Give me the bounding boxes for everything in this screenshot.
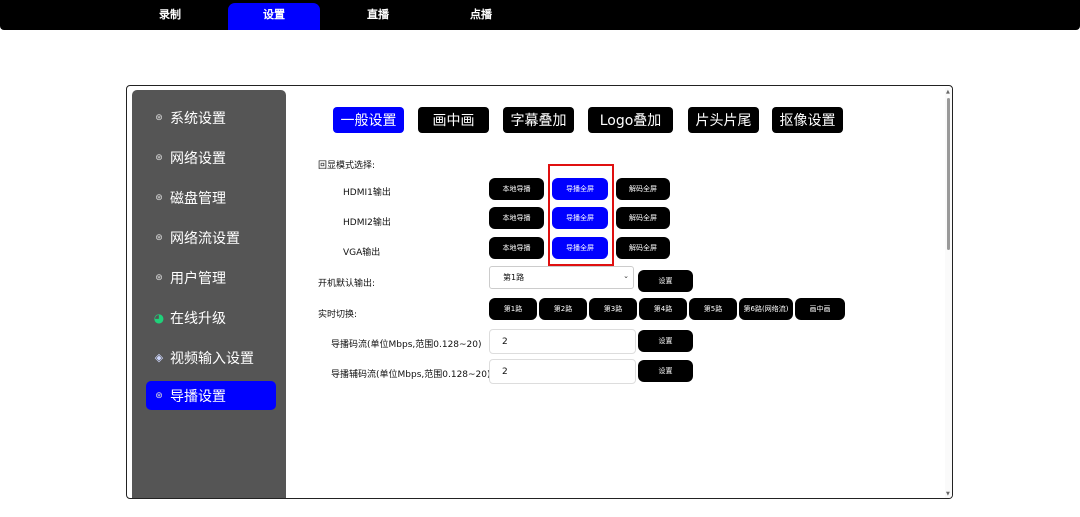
gear-icon: ⊛ (155, 152, 163, 163)
hdmi1-label: HDMI1输出 (343, 188, 391, 198)
sidebar-item-label: 导播设置 (170, 388, 226, 405)
hdmi1-local-director-button[interactable]: 本地导播 (489, 178, 544, 200)
tab-intro-outro[interactable]: 片头片尾 (688, 107, 759, 133)
gear-icon: ⊛ (155, 232, 163, 243)
switch-channel-5-button[interactable]: 第5路 (689, 298, 737, 320)
vga-decode-fullscreen-button[interactable]: 解码全屏 (616, 237, 670, 259)
switch-channel-2-button[interactable]: 第2路 (539, 298, 587, 320)
sidebar-item-label: 用户管理 (170, 270, 226, 287)
chevron-down-icon: ⌄ (623, 272, 629, 280)
switch-pip-button[interactable]: 画中画 (795, 298, 845, 320)
default-output-select[interactable]: 第1路 ⌄ (489, 266, 634, 289)
default-output-value: 第1路 (503, 273, 525, 282)
switch-channel-3-button[interactable]: 第3路 (589, 298, 637, 320)
sidebar-item-users[interactable]: ⊛ 用户管理 (146, 263, 276, 292)
scrollbar-thumb[interactable] (947, 98, 950, 250)
sub-bitrate-set-button[interactable]: 设置 (638, 360, 693, 382)
tab-pip[interactable]: 画中画 (418, 107, 489, 133)
sidebar-item-label: 网络设置 (170, 150, 226, 167)
switch-channel-4-button[interactable]: 第4路 (639, 298, 687, 320)
gear-icon: ⊛ (155, 192, 163, 203)
sidebar: ⊛ 系统设置 ⊛ 网络设置 ⊛ 磁盘管理 ⊛ 网络流设置 ⊛ 用户管理 ◕ 在线… (132, 90, 286, 498)
settings-panel: ⊛ 系统设置 ⊛ 网络设置 ⊛ 磁盘管理 ⊛ 网络流设置 ⊛ 用户管理 ◕ 在线… (126, 85, 953, 499)
vga-label: VGA输出 (343, 248, 381, 258)
sidebar-item-label: 视频输入设置 (170, 350, 254, 367)
gear-icon: ⊛ (155, 390, 163, 401)
hdmi1-decode-fullscreen-button[interactable]: 解码全屏 (616, 178, 670, 200)
hdmi2-label: HDMI2输出 (343, 218, 391, 228)
sub-bitrate-input[interactable] (489, 359, 636, 384)
realtime-switch-label: 实时切换: (318, 310, 358, 320)
sidebar-item-system[interactable]: ⊛ 系统设置 (146, 103, 276, 132)
hdmi2-decode-fullscreen-button[interactable]: 解码全屏 (616, 207, 670, 229)
nav-settings[interactable]: 设置 (228, 3, 320, 30)
top-nav-bar: 录制 设置 直播 点播 (0, 0, 1080, 30)
main-bitrate-input[interactable] (489, 329, 636, 354)
sidebar-item-network[interactable]: ⊛ 网络设置 (146, 143, 276, 172)
nav-live[interactable]: 直播 (367, 7, 389, 21)
scroll-down-icon[interactable]: ▼ (946, 491, 950, 497)
hdmi2-director-fullscreen-button[interactable]: 导播全屏 (552, 207, 608, 229)
sidebar-item-label: 系统设置 (170, 110, 226, 127)
sidebar-item-label: 磁盘管理 (170, 190, 226, 207)
sidebar-item-director[interactable]: ⊛ 导播设置 (146, 381, 276, 410)
sub-bitrate-label: 导播辅码流(单位Mbps,范围0.128~20) (331, 370, 491, 380)
nav-vod[interactable]: 点播 (470, 7, 492, 21)
tab-keying[interactable]: 抠像设置 (772, 107, 843, 133)
switch-channel-1-button[interactable]: 第1路 (489, 298, 537, 320)
sidebar-item-netstream[interactable]: ⊛ 网络流设置 (146, 223, 276, 252)
gear-icon: ⊛ (155, 272, 163, 283)
tab-general[interactable]: 一般设置 (333, 107, 404, 133)
tab-subtitle[interactable]: 字幕叠加 (503, 107, 574, 133)
hdmi1-director-fullscreen-button[interactable]: 导播全屏 (552, 178, 608, 200)
vga-local-director-button[interactable]: 本地导播 (489, 237, 544, 259)
main-bitrate-set-button[interactable]: 设置 (638, 330, 693, 352)
video-icon: ◈ (154, 351, 164, 364)
switch-channel-6-button[interactable]: 第6路(网络流) (739, 298, 793, 320)
tab-logo[interactable]: Logo叠加 (588, 107, 673, 133)
sidebar-item-disk[interactable]: ⊛ 磁盘管理 (146, 183, 276, 212)
sidebar-item-video-input[interactable]: ◈ 视频输入设置 (146, 343, 276, 372)
scrollbar[interactable]: ▲ ▼ (945, 88, 952, 498)
default-output-set-button[interactable]: 设置 (638, 270, 693, 292)
sidebar-item-label: 在线升级 (170, 310, 226, 327)
refresh-icon: ◕ (153, 310, 165, 325)
gear-icon: ⊛ (155, 112, 163, 123)
default-output-label: 开机默认输出: (318, 279, 376, 289)
sidebar-item-label: 网络流设置 (170, 230, 240, 247)
sidebar-item-upgrade[interactable]: ◕ 在线升级 (146, 303, 276, 332)
scroll-up-icon[interactable]: ▲ (946, 89, 950, 95)
main-bitrate-label: 导播码流(单位Mbps,范围0.128~20) (331, 340, 482, 350)
nav-record[interactable]: 录制 (159, 7, 181, 21)
hdmi2-local-director-button[interactable]: 本地导播 (489, 207, 544, 229)
vga-director-fullscreen-button[interactable]: 导播全屏 (552, 237, 608, 259)
echo-mode-label: 回显模式选择: (318, 161, 376, 171)
